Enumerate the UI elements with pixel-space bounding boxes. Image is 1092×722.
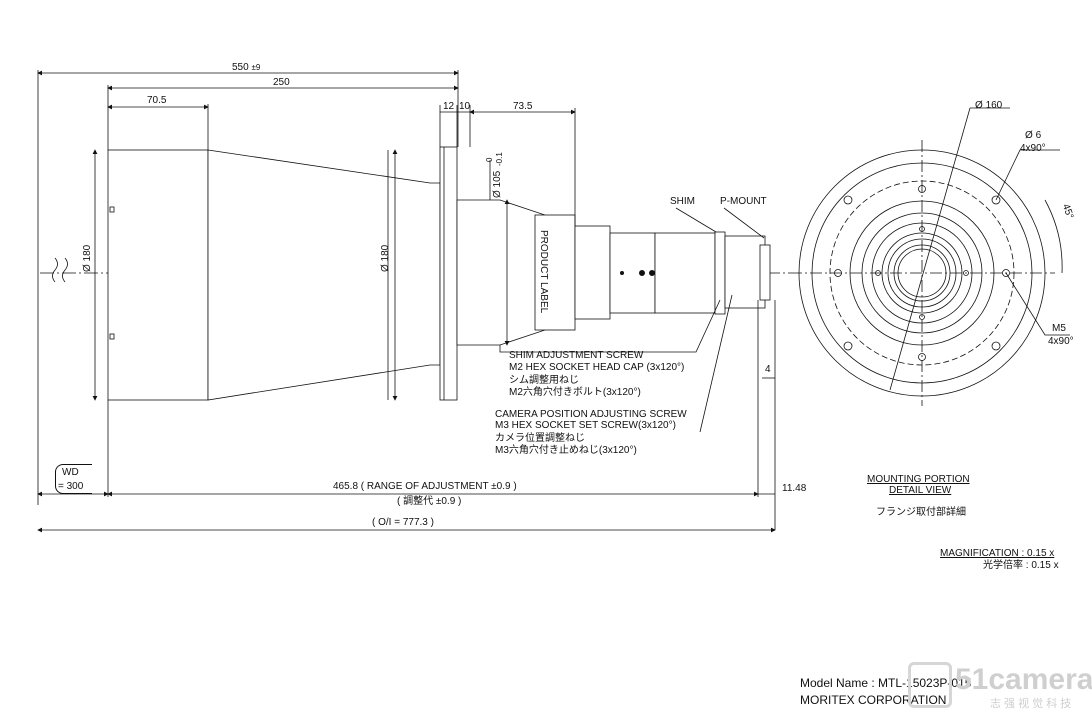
- model-name: Model Name : MTL-15023P-015: [800, 676, 972, 690]
- detail-holes-6: 4x90°: [1020, 143, 1046, 154]
- detail-title-2: DETAIL VIEW: [889, 485, 952, 496]
- watermark-sub: 志 强 视 觉 科 技: [990, 698, 1072, 710]
- dim-dia-mid: Ø 180: [380, 244, 391, 272]
- cam-screw-line3: カメラ位置調整ねじ: [495, 433, 585, 444]
- dim-dia-front: Ø 180: [82, 244, 93, 272]
- shim: [714, 231, 726, 315]
- cam-screw-line1: CAMERA POSITION ADJUSTING SCREW: [495, 409, 687, 420]
- product-label: PRODUCT LABEL: [538, 230, 549, 314]
- dim-backfocus: 11.48: [782, 483, 807, 494]
- magnification-jp: 光学倍率 : 0.15 x: [983, 560, 1059, 571]
- dim-70-5: 70.5: [147, 95, 167, 106]
- flange: [439, 146, 458, 401]
- dim-10: 10: [459, 101, 471, 112]
- flange-detail-view: [790, 107, 1070, 406]
- shim-screw-line2: M2 HEX SOCKET HEAD CAP (3x120°): [509, 362, 685, 373]
- watermark-text: 51camera: [955, 663, 1092, 696]
- rear-body: [456, 199, 546, 346]
- label-section: [534, 214, 576, 331]
- shim-screw-line1: SHIM ADJUSTMENT SCREW: [509, 350, 644, 361]
- magnification-en: MAGNIFICATION : 0.15 x: [940, 548, 1055, 559]
- dim-4: 4: [765, 364, 771, 375]
- detail-holes-m5: 4x90°: [1048, 336, 1074, 347]
- dim-adjust-range: 465.8 ( RANGE OF ADJUSTMENT ±0.9 ): [333, 481, 517, 492]
- watermark-logo: [908, 662, 952, 708]
- dim-12: 12: [443, 101, 455, 112]
- detail-title-1: MOUNTING PORTION: [867, 474, 970, 485]
- wd-bracket: [55, 464, 92, 494]
- detail-title-jp: フランジ取付部詳細: [876, 507, 966, 518]
- shim-label: SHIM: [670, 196, 695, 207]
- shim-screw-line4: M2六角穴付きボルト(3x120°): [509, 387, 641, 398]
- wd-label: WD: [62, 467, 79, 478]
- detail-dia-160: Ø 160: [975, 100, 1003, 111]
- detail-m5: M5: [1052, 323, 1066, 334]
- cone-body: [207, 149, 441, 401]
- pmount-label: P-MOUNT: [720, 196, 767, 207]
- dim-overall: 550 ±9: [232, 62, 261, 73]
- dim-dia-flange-tol-lower: -0.1: [495, 152, 504, 166]
- p-mount: [724, 235, 766, 309]
- detail-dia-6: Ø 6: [1025, 130, 1042, 141]
- front-barrel: [107, 149, 209, 401]
- dim-73-5: 73.5: [513, 101, 533, 112]
- dim-oi: ( O/I = 777.3 ): [372, 517, 434, 528]
- dim-adjust-range-jp: ( 調整代 ±0.9 ): [397, 496, 462, 507]
- cam-screw-line2: M3 HEX SOCKET SET SCREW(3x120°): [495, 420, 676, 431]
- shim-screw-line3: シム調整用ねじ: [509, 375, 579, 386]
- dim-250: 250: [273, 77, 290, 88]
- wd-value: = 300: [58, 481, 84, 492]
- dim-dia-flange: Ø 105: [492, 170, 503, 198]
- cam-screw-line4: M3六角穴付き止めねじ(3x120°): [495, 445, 637, 456]
